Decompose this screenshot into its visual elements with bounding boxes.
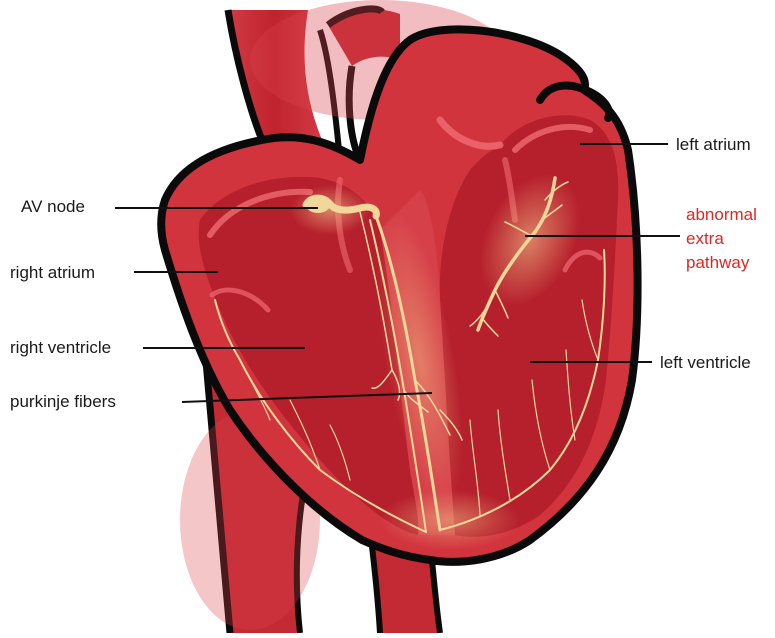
label-right-atrium: right atrium bbox=[10, 263, 95, 283]
label-abnormal-line2: extra bbox=[686, 227, 757, 251]
label-left-ventricle: left ventricle bbox=[660, 353, 751, 373]
label-abnormal-line3: pathway bbox=[686, 251, 757, 275]
label-left-atrium: left atrium bbox=[676, 135, 751, 155]
label-abnormal-extra-pathway: abnormal extra pathway bbox=[686, 203, 757, 275]
label-abnormal-line1: abnormal bbox=[686, 203, 757, 227]
label-av-node: AV node bbox=[21, 197, 85, 217]
label-purkinje-fibers: purkinje fibers bbox=[10, 392, 116, 412]
label-right-ventricle: right ventricle bbox=[10, 338, 111, 358]
